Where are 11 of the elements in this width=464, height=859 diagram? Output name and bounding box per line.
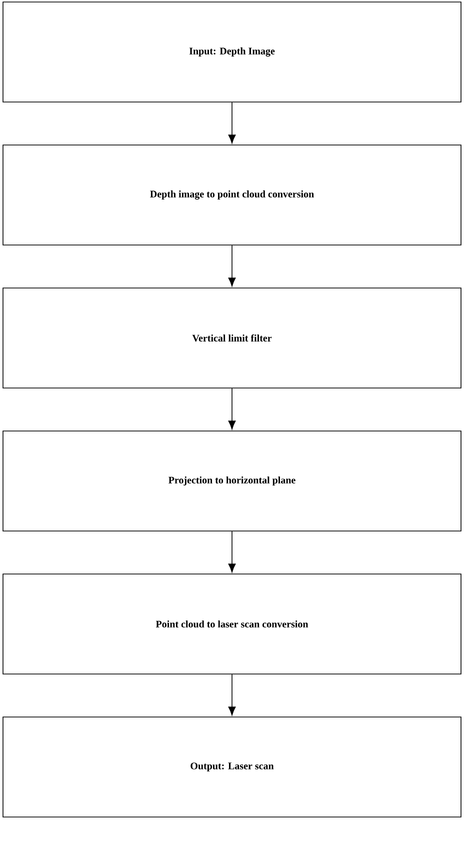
process-box: Point cloud to laser scan conversion — [2, 574, 462, 674]
arrow — [228, 244, 236, 286]
process-box: Projection to horizontal plane — [2, 430, 462, 532]
process-box: Vertical limit filter — [2, 288, 462, 388]
arrow — [228, 531, 236, 572]
process-box: Output: Laser scan — [2, 716, 462, 818]
arrow — [228, 102, 236, 144]
arrow — [228, 674, 236, 716]
process-box: Input: Depth Image — [2, 2, 462, 102]
process-box: Depth image to point cloud conversion — [2, 144, 462, 246]
arrow — [228, 388, 236, 430]
